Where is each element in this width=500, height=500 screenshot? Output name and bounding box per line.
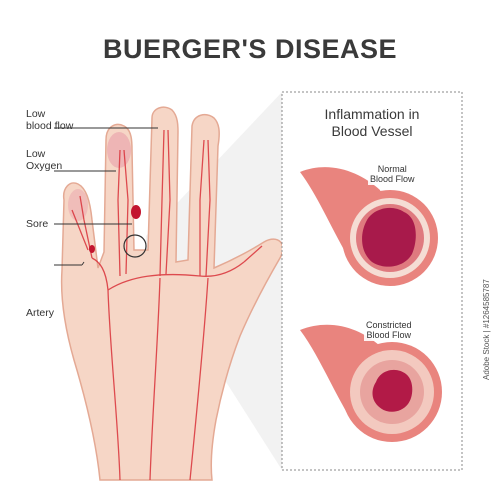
label-low-oxygen: Low Oxygen	[26, 148, 63, 172]
normal-vessel	[300, 167, 438, 286]
arteries	[71, 129, 263, 481]
fingertip-redness-pinky	[68, 189, 88, 221]
page-title: BUERGER'S DISEASE	[103, 34, 397, 64]
constricted-lumen	[372, 369, 413, 412]
constricted-vessel	[300, 324, 442, 442]
hand-shape	[60, 106, 284, 481]
hand	[60, 106, 284, 481]
label-normal-blood-flow: Normal Blood Flow	[368, 163, 417, 185]
label-artery: Artery	[26, 307, 55, 319]
normal-lumen	[362, 207, 416, 267]
label-low-blood-flow: Low blood flow	[26, 108, 74, 132]
label-sore: Sore	[26, 218, 49, 230]
sore-spot-pinky	[89, 245, 95, 253]
leader-lines	[54, 127, 158, 266]
sore-spot	[131, 205, 141, 219]
label-constricted-blood-flow: Constricted Blood Flow	[364, 319, 414, 341]
panel-title: Inflammation in Blood Vessel	[324, 106, 420, 139]
stock-watermark: Adobe Stock | #1264585787	[482, 279, 491, 380]
magnify-circle	[123, 234, 147, 258]
